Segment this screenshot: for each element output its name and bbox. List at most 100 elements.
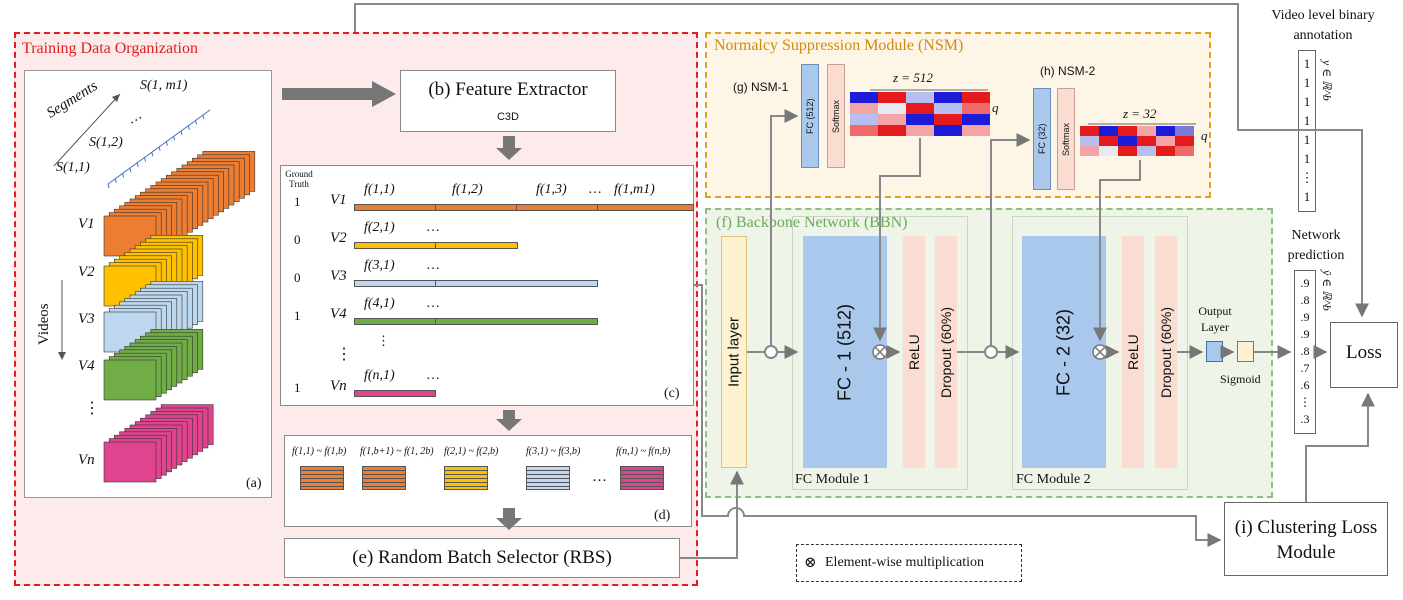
feature-label: f(3,1) [364,258,395,273]
heatmap-cell [1099,146,1118,156]
segment-tick [195,120,198,125]
segment-s12: S(1,2) [89,135,123,150]
heatmap-cell [962,114,990,125]
ground-truth-header: Ground Truth [285,169,313,189]
annotation-value: 1 [1303,189,1311,204]
annotation-value: ⋮ [1300,170,1314,185]
batch-label: f(n,1) ~ f(n,b) [616,446,671,457]
video-frame [103,359,157,401]
fc-module2-label: FC Module 2 [1016,472,1091,487]
segments-arrow [53,93,121,167]
feature-video-label: V2 [330,230,347,246]
heatmap-cell [878,92,906,103]
fc2-block [1022,236,1106,468]
video-vn: Vn [78,452,95,468]
dropout2-block [1155,236,1177,468]
nsm2-softmax [1057,88,1075,190]
feature-bar [354,390,436,397]
rbs-box: (e) Random Batch Selector (RBS) [284,538,680,578]
feature-bar [354,318,598,325]
feature-divider [435,318,436,325]
heatmap-cell [1080,136,1099,146]
training-title: Training Data Organization [22,40,198,57]
video-v1: V1 [78,216,95,232]
heatmap-cell [1118,146,1137,156]
heatmap-cell [1137,136,1156,146]
heatmap-cell [906,103,934,114]
loss-title: Loss [1346,342,1382,363]
segments-arrowhead [112,94,120,102]
heatmap-cell [1156,126,1175,136]
feature-label: f(1,3) [536,182,567,197]
feature-label: … [426,258,440,273]
prediction-value: .9 [1300,276,1310,290]
prediction-symbol: ŷ ∈ ℝ^b [1320,270,1334,311]
video-dots: ⋮ [84,400,100,417]
batch-block [444,466,488,490]
batch-block [526,466,570,490]
nsm1-softmax [827,64,845,168]
batch-dots: … [592,469,607,485]
nsm1-z-label: z = 512 [893,70,933,85]
heatmap-cell [962,125,990,136]
nsm2-fc [1033,88,1051,190]
ground-truth-value: 1 [294,194,301,209]
feature-divider [435,280,436,287]
heatmap-cell [1175,146,1194,156]
heatmap-cell [1175,136,1194,146]
heatmap-cell [1099,136,1118,146]
heatmap-cell [934,125,962,136]
feature-divider [516,204,517,211]
sigmoid-label: Sigmoid [1220,372,1261,386]
nsm-title: Normalcy Suppression Module (NSM) [714,37,964,54]
feature-divider [597,204,598,211]
video-v4: V4 [78,358,95,374]
batch-block [620,466,664,490]
feature-video-label: Vn [330,378,347,394]
nsm1-fc [801,64,819,168]
arrow-d-to-e [496,508,522,530]
heatmap-cell [1080,146,1099,156]
feature-bar [354,242,518,249]
heatmap-cell [1118,136,1137,146]
feature-label: f(n,1) [364,368,395,383]
feature-divider [435,204,436,211]
segment-tick [165,141,168,146]
heatmap-cell [850,125,878,136]
ground-truth-value: 0 [294,270,301,285]
batch-label: f(2,1) ~ f(2,b) [444,446,499,457]
heatmap-cell [1099,126,1118,136]
legend-text: Element-wise multiplication [825,555,985,570]
prediction-value: .9 [1300,327,1310,341]
prediction-value: .9 [1300,310,1310,324]
videos-arrowhead [58,352,66,360]
dropout1-block [935,236,957,468]
feature-label: f(4,1) [364,296,395,311]
relu1-block [903,236,925,468]
sigmoid-block [1237,341,1254,362]
feature-video-label: V3 [330,268,347,284]
heatmap-cell [850,103,878,114]
feature-bar [354,280,598,287]
panel-d-label: (d) [654,508,671,523]
nsm2-q-label: q [1201,128,1208,143]
segment-tick [107,183,110,189]
nsm2-heatmap [1080,123,1196,156]
prediction-value: .6 [1300,378,1310,392]
segment-tick [129,167,132,173]
annotation-value: 1 [1303,94,1311,109]
annotation-title: Video level binary annotation [1271,8,1375,43]
arrow-a-to-b [282,81,396,107]
segment-s11: S(1,1) [56,160,90,175]
video-v2: V2 [78,264,95,280]
segment-tick [136,162,139,167]
ground-truth-value: 0 [294,232,301,247]
segment-tick [151,152,154,157]
heatmap-cell [1137,126,1156,136]
heatmap-cell [878,103,906,114]
annotation-value: 1 [1303,56,1311,71]
arrow-c-to-d [496,410,522,431]
heatmap-cell [906,114,934,125]
ground-truth-value: 1 [294,308,301,323]
